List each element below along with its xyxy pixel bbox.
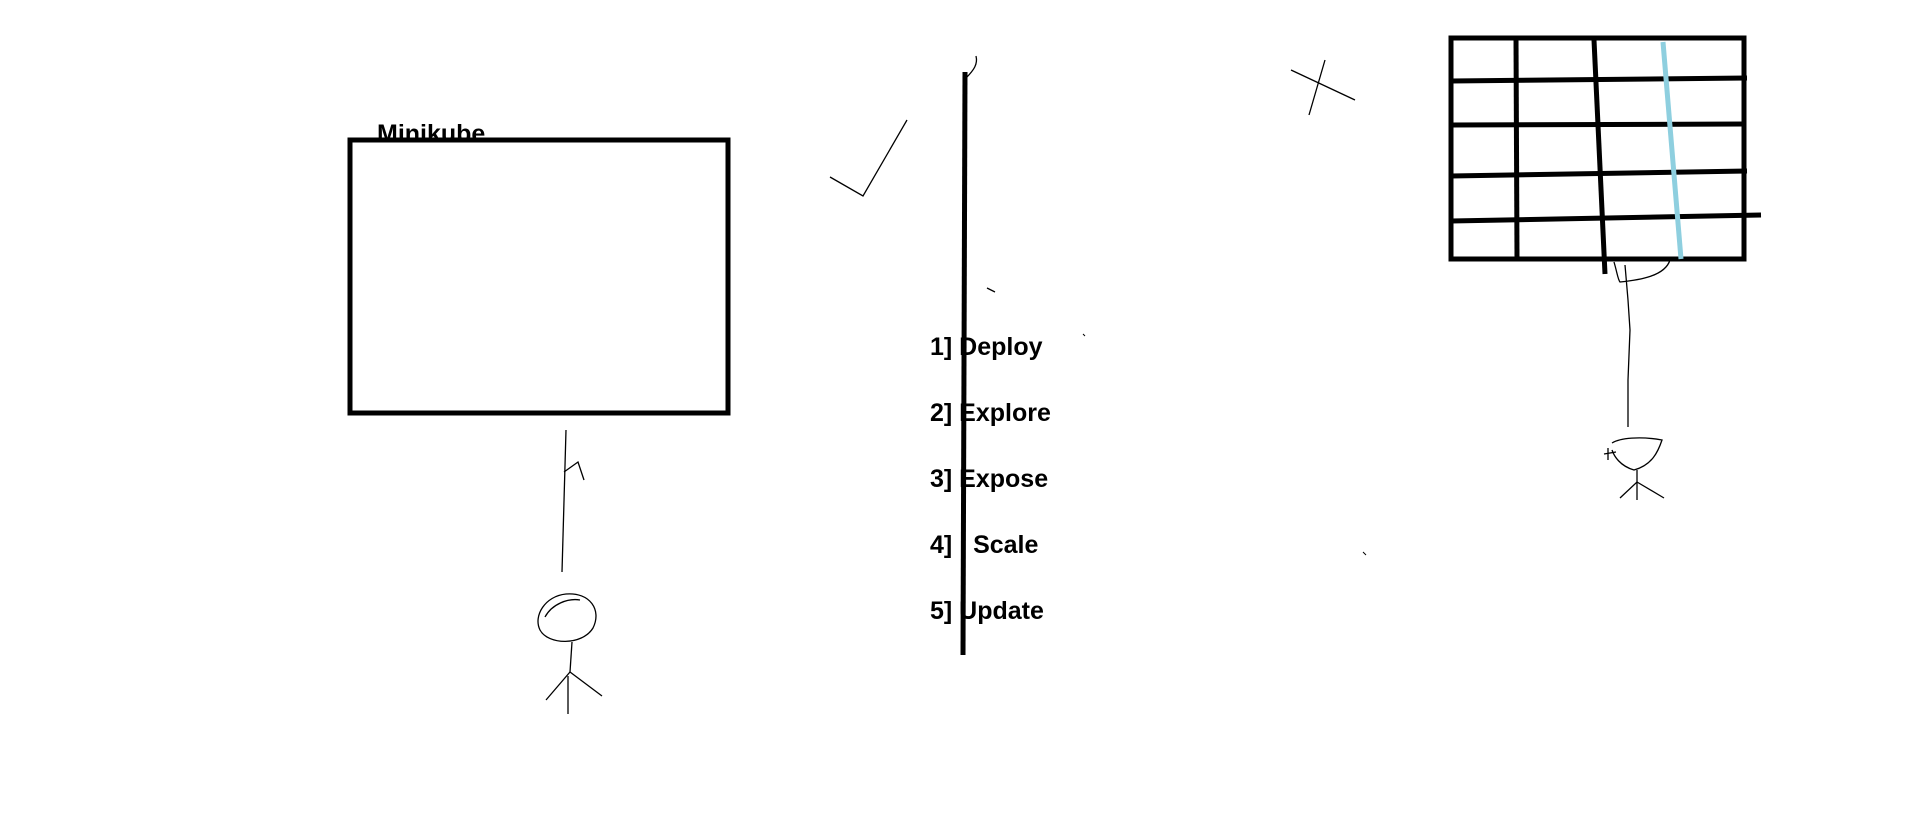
right-figure-arms [1619, 481, 1665, 499]
left-arrow-head [563, 460, 585, 481]
left-figure-head [537, 593, 597, 642]
right-figure-head [1611, 437, 1663, 471]
left-figure-arms [545, 671, 603, 701]
left-stick-figure [537, 593, 603, 714]
grid-row-line-4 [1450, 212, 1762, 224]
stray-mark-2 [1082, 333, 1086, 337]
grid-table [1448, 35, 1762, 275]
vertical-divider-line [960, 71, 968, 656]
minikube-box [347, 137, 731, 416]
x-mark-icon [1290, 59, 1356, 116]
grid-col-line-highlight [1660, 41, 1684, 260]
right-figure-hand [1603, 448, 1617, 460]
left-figure-body [569, 641, 573, 673]
right-stick-figure [1603, 437, 1665, 500]
grid-col-line-1 [1513, 37, 1520, 260]
left-arrow-line [561, 429, 567, 573]
stray-mark-1 [986, 287, 996, 293]
vertical-divider-top-tick [965, 55, 978, 79]
left-figure-face-mark [544, 598, 581, 618]
checkmark-icon [829, 119, 908, 197]
grid-col-line-2 [1591, 39, 1608, 275]
right-connector [1613, 259, 1671, 427]
grid-row-line-1 [1450, 75, 1748, 84]
stray-mark-3 [1362, 551, 1367, 556]
grid-table-border [1448, 35, 1747, 262]
